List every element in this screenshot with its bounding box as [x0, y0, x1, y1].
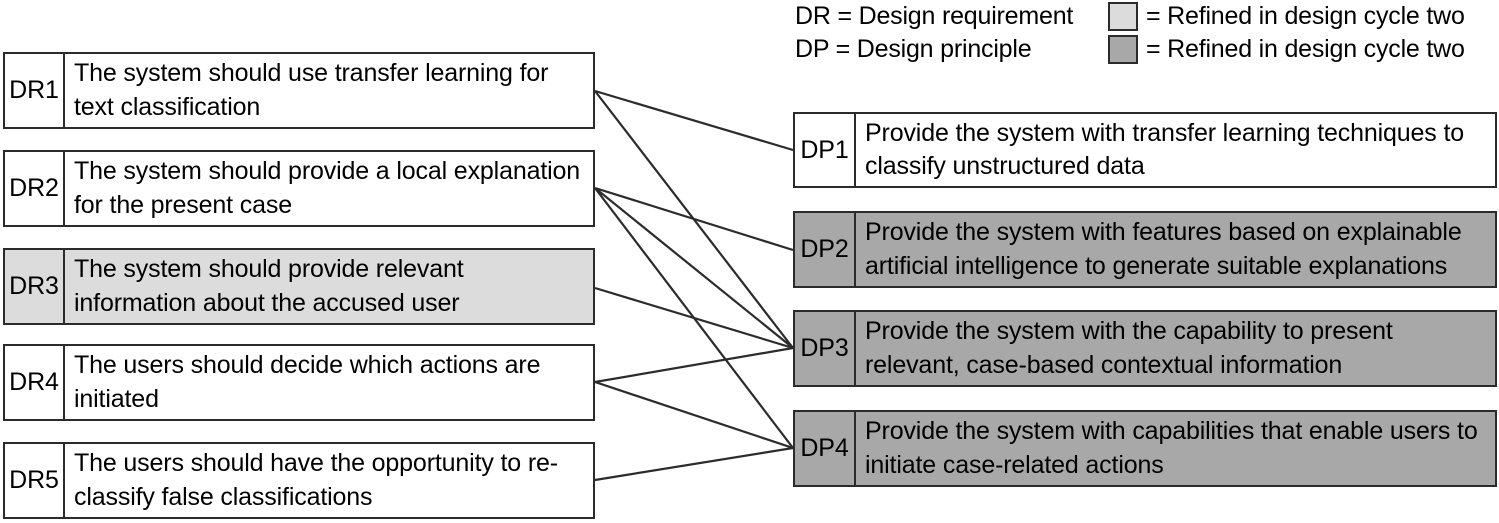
dr2-code: DR2: [5, 152, 65, 225]
connector-dr2-to-dp4: [594, 187, 794, 449]
connector-dr2-to-dp3: [594, 187, 794, 349]
connector-dr5-to-dp4: [594, 446, 794, 482]
connector-dr2-to-dp2: [594, 186, 794, 252]
dp4-code: DP4: [795, 412, 856, 485]
legend-shade-dark-label: = Refined in design cycle two: [1146, 35, 1465, 63]
connector-dr4-to-dp4: [594, 380, 794, 450]
legend-shade-dark-row: = Refined in design cycle two: [1108, 33, 1499, 66]
legend-abbreviations: DR = Design requirement DP = Design prin…: [795, 0, 1095, 66]
dr4-text: The users should decide which actions ar…: [74, 351, 541, 413]
dp3-text: Provide the system with the capability t…: [865, 317, 1393, 379]
dp2-text: Provide the system with features based o…: [865, 218, 1462, 280]
dr1-text: The system should use transfer learning …: [74, 59, 549, 121]
connector-dr1-to-dp3: [594, 90, 794, 349]
legend-abbrev-dp: DP = Design principle: [795, 35, 1032, 63]
legend: DR = Design requirement DP = Design prin…: [795, 0, 1499, 66]
dp1-text: Provide the system with transfer learnin…: [865, 118, 1465, 181]
dr2-text: The system should provide a local explan…: [74, 157, 581, 219]
legend-shade-light-label: = Refined in design cycle two: [1146, 2, 1465, 30]
legend-abbrev-dr: DR = Design requirement: [795, 2, 1074, 30]
design-requirement-box-dr1[interactable]: DR1 The system should use transfer learn…: [3, 52, 595, 129]
dp1-code: DP1: [795, 114, 856, 186]
dr5-code: DR5: [5, 444, 65, 517]
design-requirement-box-dr5[interactable]: DR5 The users should have the opportunit…: [3, 442, 595, 519]
dr4-code: DR4: [5, 346, 65, 419]
connector-dr4-to-dp3: [594, 346, 794, 384]
design-requirement-box-dr2[interactable]: DR2 The system should provide a local ex…: [3, 150, 595, 227]
design-principle-box-dp2[interactable]: DP2 Provide the system with features bas…: [793, 211, 1497, 288]
design-principle-box-dp1[interactable]: DP1 Provide the system with transfer lea…: [793, 112, 1497, 188]
dp4-text: Provide the system with capabilities tha…: [865, 417, 1478, 479]
connector-dr1-to-dp1: [594, 89, 794, 152]
design-principle-box-dp3[interactable]: DP3 Provide the system with the capabili…: [793, 310, 1497, 387]
legend-shades: = Refined in design cycle two = Refined …: [1108, 0, 1499, 66]
legend-shade-light-row: = Refined in design cycle two: [1108, 0, 1499, 33]
dr5-text: The users should have the opportunity to…: [74, 449, 558, 511]
dr3-code: DR3: [5, 250, 65, 323]
dp3-code: DP3: [795, 312, 856, 385]
connector-dr3-to-dp3: [594, 286, 794, 350]
light-gray-swatch: [1108, 2, 1138, 31]
design-principle-box-dp4[interactable]: DP4 Provide the system with capabilities…: [793, 410, 1497, 487]
dr3-text: The system should provide relevant infor…: [74, 255, 464, 317]
dp2-code: DP2: [795, 213, 856, 286]
dr1-code: DR1: [5, 54, 65, 127]
dark-gray-swatch: [1108, 35, 1138, 64]
design-requirement-box-dr3[interactable]: DR3 The system should provide relevant i…: [3, 248, 595, 325]
design-requirement-box-dr4[interactable]: DR4 The users should decide which action…: [3, 344, 595, 421]
